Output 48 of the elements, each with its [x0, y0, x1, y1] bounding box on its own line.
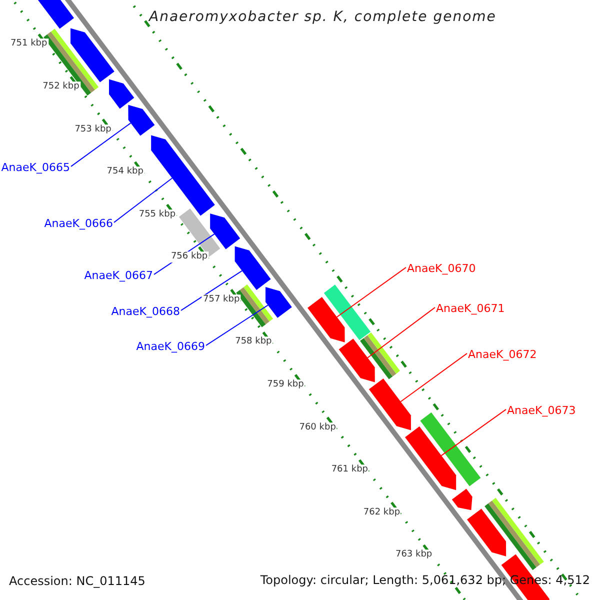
scale-label: 757 kbp — [202, 294, 241, 306]
leader-line — [206, 304, 268, 346]
gene-label: AnaeK_0670 — [407, 262, 476, 275]
gene-bar — [266, 287, 292, 318]
scale-label: 753 kbp — [74, 124, 112, 135]
leader-line — [367, 306, 436, 358]
gene-bar — [405, 426, 456, 490]
gene-bar — [368, 378, 411, 430]
feature-bar — [324, 284, 371, 340]
feature-bar — [420, 412, 481, 486]
leader-line — [180, 270, 243, 311]
gene-bar — [308, 297, 345, 342]
gene-label: AnaeK_0666 — [44, 216, 113, 230]
gene-label: AnaeK_0668 — [111, 304, 180, 318]
gene-label: AnaeK_0672 — [468, 348, 537, 361]
scale-label: 759 kbp — [266, 380, 305, 390]
title: Anaeromyxobacter sp. K, complete genome — [149, 9, 496, 26]
leader-line — [70, 122, 132, 167]
scale-label: 763 kbp — [394, 550, 434, 561]
gene-bar — [452, 488, 472, 510]
leader-line — [440, 408, 506, 456]
scale-label: 752 kbp — [42, 82, 80, 92]
feature-bar — [484, 498, 544, 570]
scale-label: 758 kbp — [234, 337, 273, 348]
leader-line — [114, 178, 173, 223]
gene-label: AnaeK_0669 — [136, 340, 205, 353]
gene-bar — [467, 508, 506, 556]
gene-bar — [109, 79, 134, 109]
gene-label: AnaeK_0665 — [1, 160, 70, 174]
accession-label: Accession: NC_011145 — [9, 574, 146, 588]
scale-label: 760 kbp — [298, 422, 337, 433]
scale-label: 756 kbp — [170, 252, 209, 263]
scale-label: 751 kbp — [10, 39, 48, 50]
scale-label: 754 kbp — [106, 166, 144, 178]
gene-bar — [338, 338, 375, 382]
leader-line — [336, 266, 406, 318]
scale-label: 761 kbp — [330, 464, 369, 476]
gene-label: AnaeK_0673 — [507, 404, 576, 417]
scale-label: 762 kbp — [362, 507, 402, 518]
gene-label: AnaeK_0667 — [84, 268, 153, 282]
gene-bar — [70, 28, 114, 82]
gene-bar — [210, 214, 240, 250]
gene-bar — [128, 104, 155, 136]
gene-label: AnaeK_0671 — [436, 302, 505, 315]
feature-bar — [360, 332, 400, 380]
leader-line — [400, 352, 468, 402]
scale-label: 755 kbp — [138, 209, 177, 220]
gene-bar — [234, 246, 271, 290]
